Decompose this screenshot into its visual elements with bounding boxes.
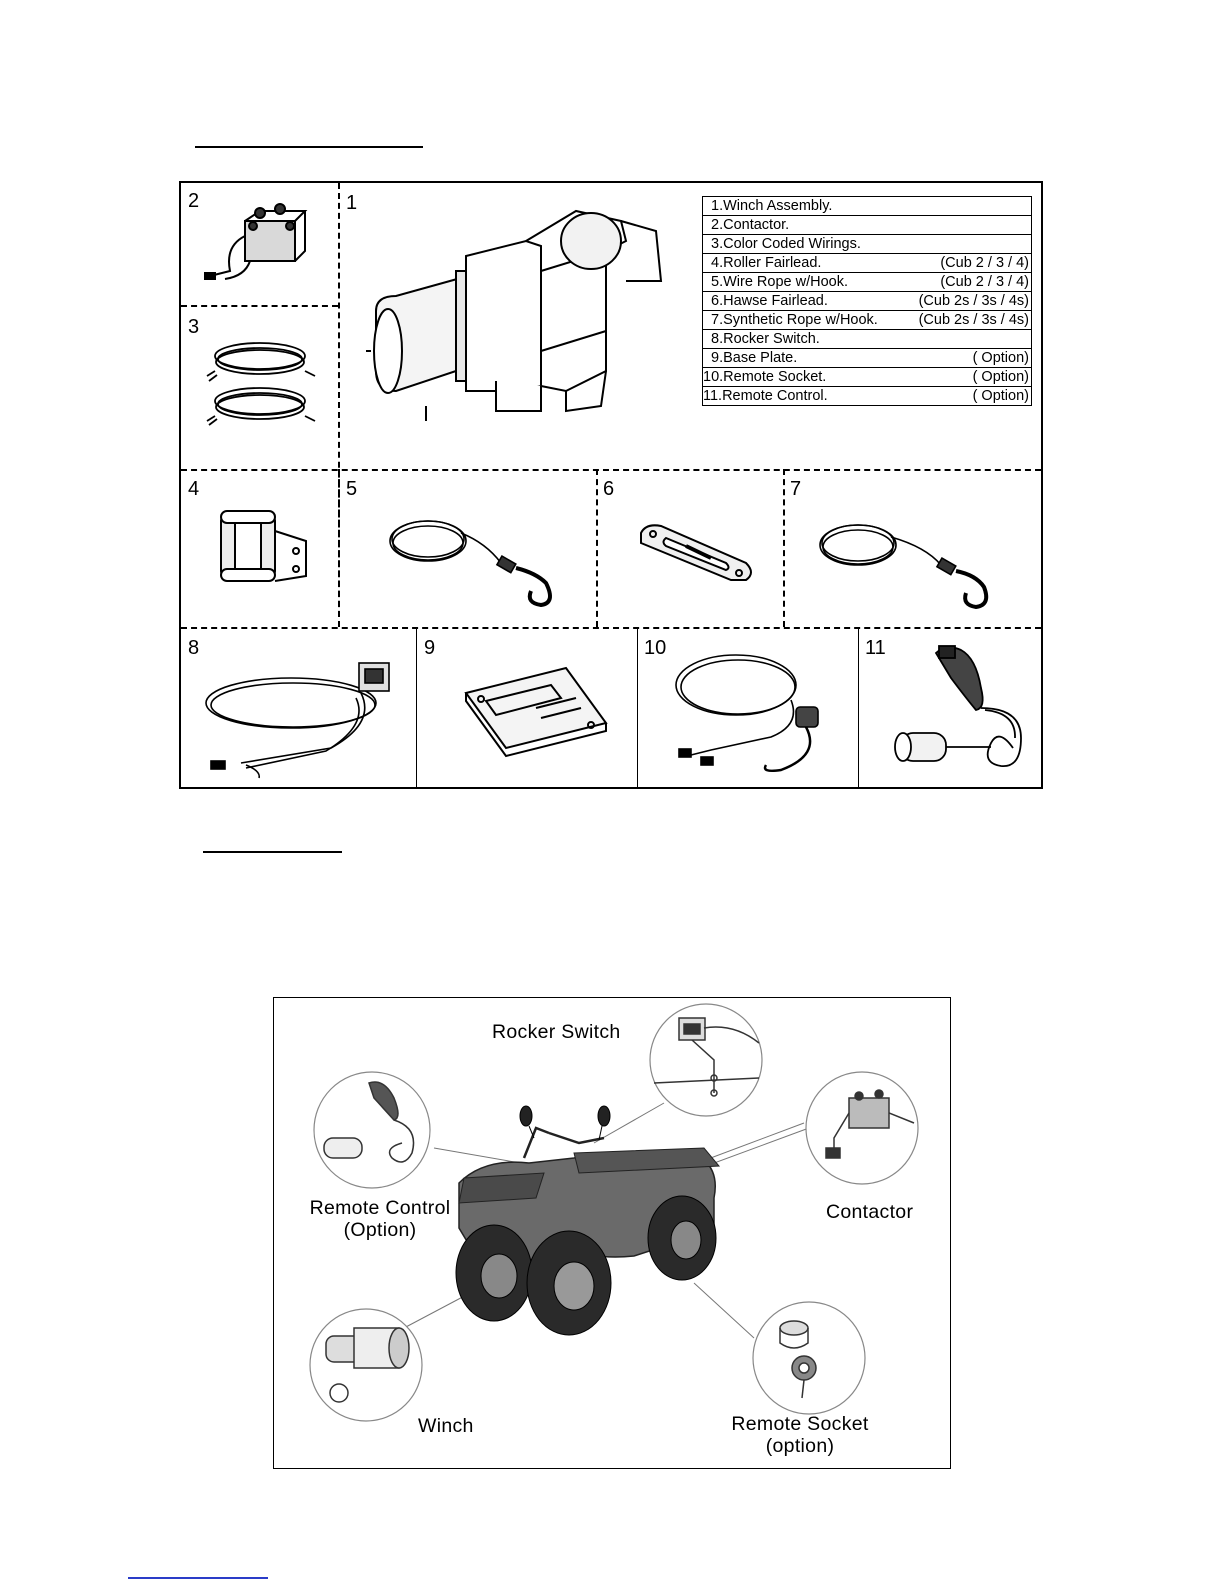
- parts-list-cell: 8.Rocker Switch.: [702, 329, 1032, 349]
- remote-socket-illustration: [675, 654, 819, 773]
- cell-number-5: 5: [346, 478, 358, 500]
- parts-list-row: 11.Remote Control.( Option): [702, 386, 1032, 406]
- grid-divider: [637, 627, 638, 787]
- grid-divider: [181, 469, 1041, 471]
- callout-winch: Winch: [418, 1415, 474, 1437]
- cell-number-3: 3: [188, 316, 200, 338]
- cell-number-10: 10: [644, 637, 667, 659]
- grid-divider: [338, 469, 340, 627]
- parts-list-cell: 7.Synthetic Rope w/Hook.(Cub 2s / 3s / 4…: [702, 310, 1032, 330]
- callout-remote-control-label: Remote Control: [309, 1197, 451, 1219]
- base-plate-illustration: [464, 666, 608, 758]
- parts-list-cell: 3.Color Coded Wirings.: [702, 234, 1032, 254]
- cell-number-4: 4: [188, 478, 200, 500]
- grid-divider: [858, 627, 859, 787]
- cell-number-8: 8: [188, 637, 200, 659]
- parts-list-row: 2.Contactor.: [702, 215, 1032, 235]
- parts-list-row: 4.Roller Fairlead.(Cub 2 / 3 / 4): [702, 253, 1032, 273]
- section-heading-underline-parts: [195, 146, 423, 148]
- cell-number-7: 7: [790, 478, 802, 500]
- parts-list-row: 3.Color Coded Wirings.: [702, 234, 1032, 254]
- parts-list-row: 8.Rocker Switch.: [702, 329, 1032, 349]
- grid-divider: [416, 627, 417, 787]
- footer-link-underline[interactable]: [128, 1577, 268, 1579]
- parts-panel: 1 2 3 4 5 6 7 8 9 10 11 1.Winch Assembly…: [179, 181, 1043, 789]
- parts-list-row: 7.Synthetic Rope w/Hook.(Cub 2s / 3s / 4…: [702, 310, 1032, 330]
- parts-list-cell: 5.Wire Rope w/Hook.(Cub 2 / 3 / 4): [702, 272, 1032, 292]
- callout-remote-socket: Remote Socket (option): [720, 1413, 880, 1457]
- parts-list-row: 5.Wire Rope w/Hook.(Cub 2 / 3 / 4): [702, 272, 1032, 292]
- parts-list-cell: 11.Remote Control.( Option): [702, 386, 1032, 406]
- color-coded-wirings-illustration: [206, 342, 316, 426]
- parts-list-row: 10.Remote Socket.( Option): [702, 367, 1032, 387]
- grid-divider: [338, 183, 340, 627]
- cell-number-11: 11: [865, 637, 886, 659]
- rocker-switch-inset: [649, 1003, 763, 1117]
- atv-body: [455, 1105, 721, 1336]
- atv-installation-illustration: [309, 1003, 919, 1422]
- parts-list-table: 1.Winch Assembly. 2.Contactor. 3.Color C…: [702, 196, 1032, 406]
- parts-list-cell: 9.Base Plate.( Option): [702, 348, 1032, 368]
- cell-number-2: 2: [188, 190, 200, 212]
- cell-number-9: 9: [424, 637, 436, 659]
- section-heading-underline-installation: [203, 851, 342, 853]
- callout-remote-control: Remote Control (Option): [300, 1197, 460, 1241]
- roller-fairlead-illustration: [220, 510, 307, 582]
- parts-list-row: 9.Base Plate.( Option): [702, 348, 1032, 368]
- winch-assembly-illustration: [366, 209, 663, 421]
- parts-list-cell: 6.Hawse Fairlead.(Cub 2s / 3s / 4s): [702, 291, 1032, 311]
- parts-list-row: 1.Winch Assembly.: [702, 196, 1032, 216]
- contactor-illustration: [204, 203, 308, 280]
- parts-list-row: 6.Hawse Fairlead.(Cub 2s / 3s / 4s): [702, 291, 1032, 311]
- grid-divider: [181, 305, 338, 307]
- parts-list-cell: 4.Roller Fairlead.(Cub 2 / 3 / 4): [702, 253, 1032, 273]
- cell-number-1: 1: [346, 192, 358, 214]
- callout-rocker-switch: Rocker Switch: [492, 1021, 621, 1043]
- installation-diagram-panel: Rocker Switch Remote Control (Option) Co…: [273, 997, 951, 1469]
- hawse-fairlead-illustration: [640, 524, 752, 581]
- cell-number-6: 6: [603, 478, 615, 500]
- callout-remote-socket-note: (option): [765, 1435, 835, 1457]
- parts-list-cell: 1.Winch Assembly.: [702, 196, 1032, 216]
- callout-remote-socket-label: Remote Socket: [731, 1413, 869, 1435]
- remote-control-illustration: [894, 645, 1022, 767]
- synthetic-rope-hook-illustration: [819, 524, 989, 610]
- wire-rope-hook-illustration: [389, 520, 552, 608]
- callout-remote-control-note: (Option): [343, 1219, 417, 1241]
- grid-divider: [596, 469, 598, 627]
- rocker-switch-illustration: [205, 662, 390, 779]
- parts-list-cell: 2.Contactor.: [702, 215, 1032, 235]
- callout-contactor: Contactor: [826, 1201, 914, 1223]
- parts-list-cell: 10.Remote Socket.( Option): [702, 367, 1032, 387]
- grid-divider: [181, 627, 1041, 629]
- grid-divider: [783, 469, 785, 627]
